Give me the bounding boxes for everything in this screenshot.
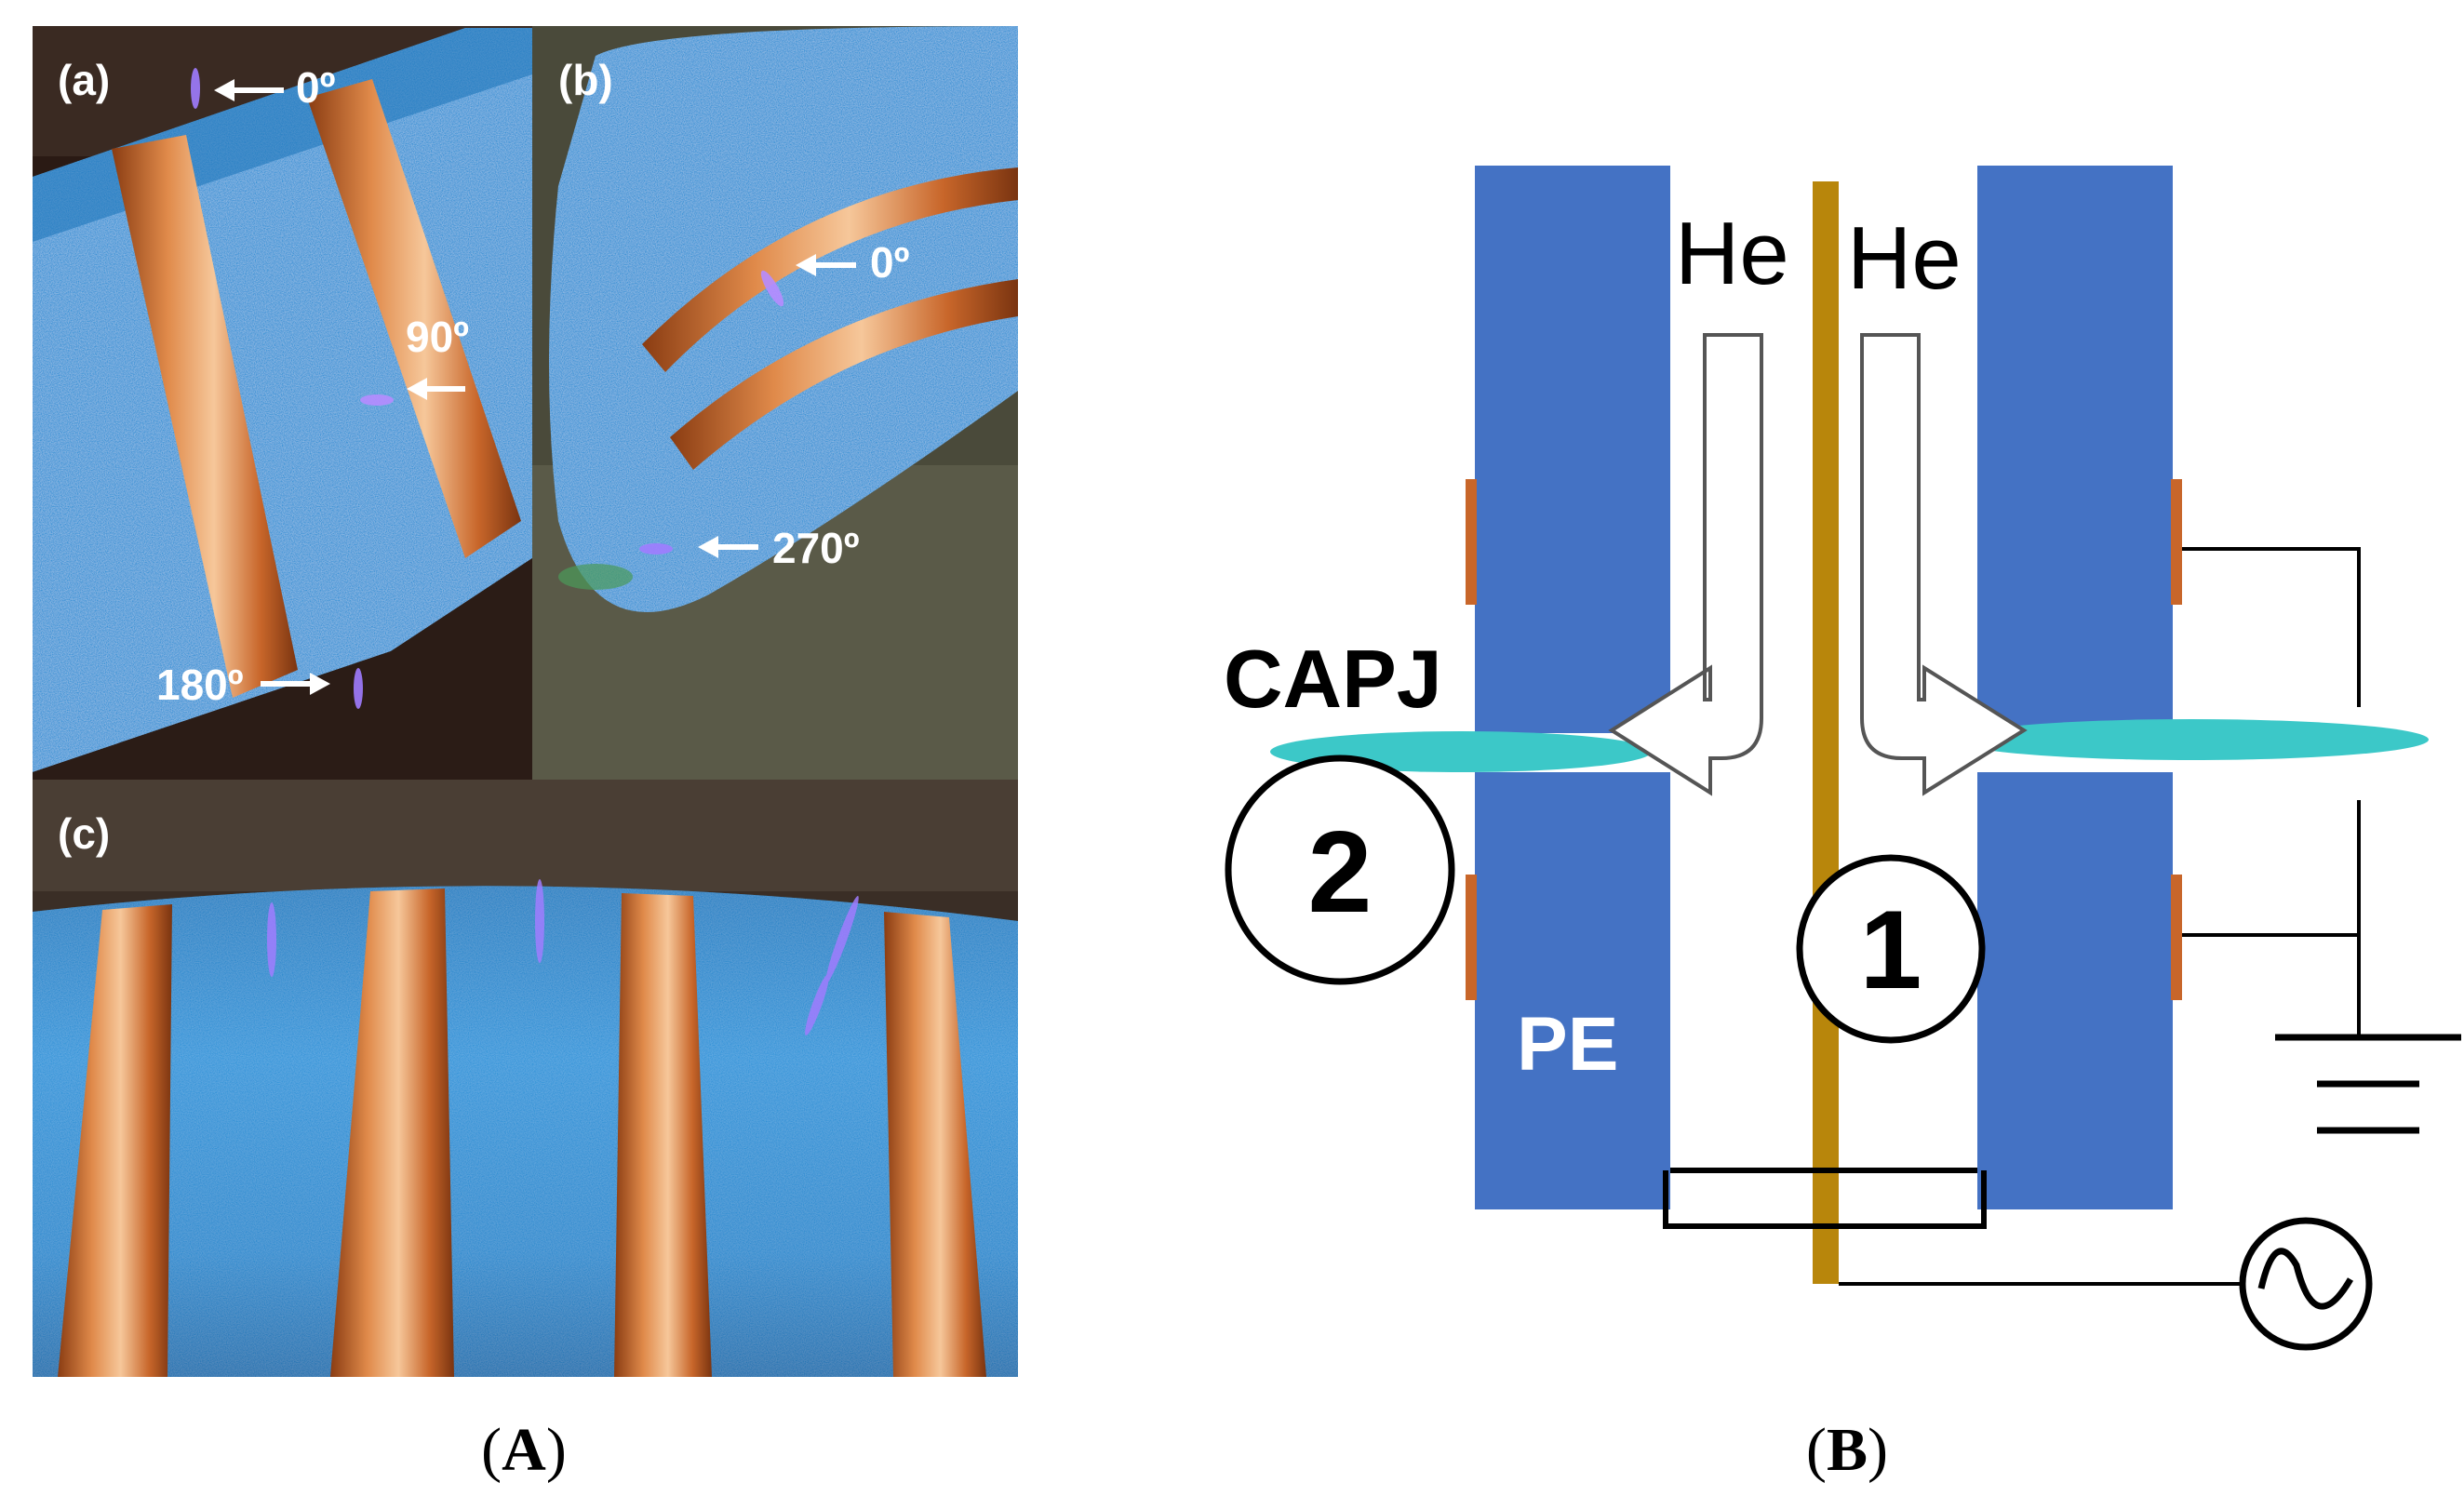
- copper-band: [884, 912, 986, 1377]
- photo-a-label: (a): [58, 56, 110, 104]
- ground-icon: [2275, 1034, 2461, 1134]
- angle-label: 270º: [772, 524, 860, 572]
- pe-tube-right-upper: [1977, 166, 2173, 733]
- photo-b-label: (b): [558, 56, 613, 104]
- gas-label-left: He: [1675, 204, 1789, 303]
- angle-label: 0º: [870, 238, 910, 287]
- pe-tube-right-lower: [1977, 772, 2173, 1209]
- plasma-spot: [639, 543, 673, 554]
- central-rod: [1813, 181, 1839, 1284]
- plasma-spot: [191, 68, 200, 109]
- pe-tube-left-upper: [1475, 166, 1670, 733]
- copper-band: [670, 279, 1018, 470]
- jet-label: CAPJ: [1224, 633, 1442, 725]
- pe-tube-left-lower: [1475, 772, 1670, 1209]
- angle-label: 0º: [296, 63, 336, 112]
- copper-band: [307, 79, 521, 558]
- ac-source-icon: [2239, 1217, 2373, 1351]
- gas-label-right: He: [1847, 208, 1962, 308]
- arrow-icon: [214, 79, 465, 695]
- electrode-strip: [1466, 875, 1477, 1000]
- flow-arrow-left: [1608, 333, 1763, 796]
- panel-b-caption: (B): [1806, 1416, 1888, 1484]
- schematic-b: 1 2 He He CAPJ PE: [1224, 166, 2461, 1351]
- photo-c: (c): [33, 780, 1018, 1377]
- marker-1-label: 1: [1860, 888, 1922, 1012]
- plasma-spot: [360, 394, 394, 406]
- flow-arrow-right: [1860, 333, 2028, 796]
- photo-c-label: (c): [58, 809, 110, 858]
- plasma-spot: [354, 668, 363, 709]
- tube-label: PE: [1517, 1002, 1618, 1087]
- electrode-strip: [1466, 479, 1477, 605]
- marker-2: 2: [1225, 755, 1455, 985]
- marker-1: 1: [1796, 854, 1986, 1044]
- plasma-spot: [760, 270, 784, 307]
- marker-2-label: 2: [1308, 808, 1373, 937]
- copper-band: [330, 888, 454, 1377]
- angle-label: 180º: [156, 661, 244, 709]
- copper-band: [614, 893, 712, 1377]
- photo-b: (b) 0º 270º: [532, 26, 1018, 780]
- plasma-jet-right: [1954, 719, 2429, 760]
- electrode-strip: [2171, 479, 2182, 605]
- electrode-strip: [2171, 875, 2182, 1000]
- circuit-wire: [1839, 547, 2361, 1286]
- arrow-icon: [698, 254, 856, 558]
- bottom-connector: [1663, 1168, 1987, 1229]
- photo-a: (a) 0º 90º 180º: [33, 26, 532, 780]
- plasma-spot: [267, 879, 859, 1035]
- angle-label: 90º: [406, 313, 469, 361]
- panel-a-caption: (A): [481, 1416, 567, 1484]
- copper-band: [58, 904, 172, 1377]
- copper-band: [642, 167, 1018, 372]
- copper-band: [112, 135, 298, 698]
